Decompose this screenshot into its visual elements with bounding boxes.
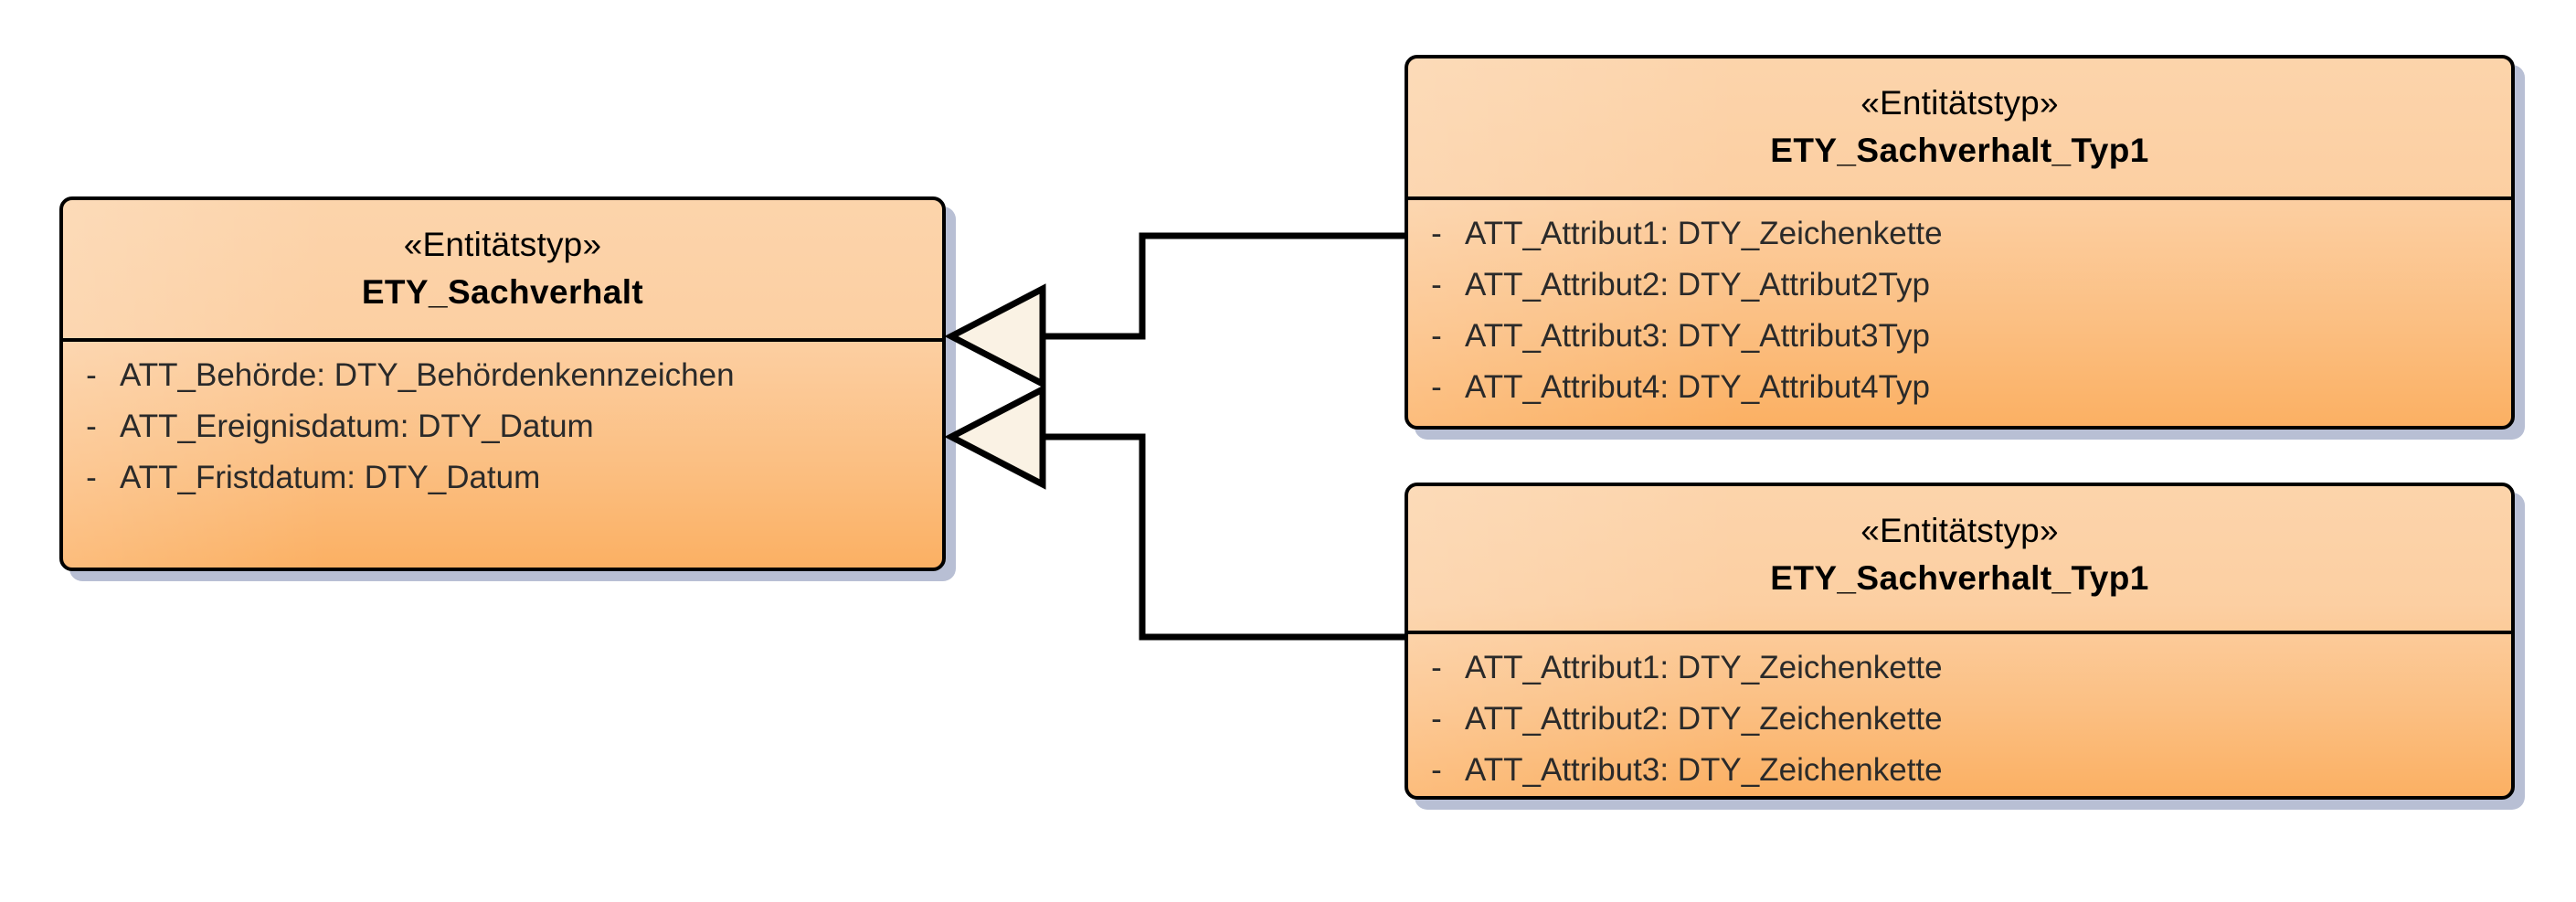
visibility-marker: -: [1431, 216, 1442, 251]
attribute-row[interactable]: - ATT_Attribut1: DTY_Zeichenkette: [1408, 218, 2511, 269]
hollow-triangle-arrowhead-icon: [944, 384, 1046, 490]
attribute-row[interactable]: - ATT_Attribut4: DTY_Attribut4Typ: [1408, 371, 2511, 422]
visibility-marker: -: [1431, 752, 1442, 788]
attribute-label: ATT_Ereignisdatum: DTY_Datum: [120, 409, 594, 444]
attribute-row[interactable]: - ATT_Attribut2: DTY_Zeichenkette: [1408, 703, 2511, 754]
class-stereotype: «Entitätstyp»: [403, 226, 602, 263]
class-attributes-ety-sachverhalt-typ1-bottom: - ATT_Attribut1: DTY_Zeichenkette - ATT_…: [1408, 634, 2511, 796]
attribute-row[interactable]: - ATT_Attribut2: DTY_Attribut2Typ: [1408, 269, 2511, 320]
class-name: ETY_Sachverhalt: [361, 273, 644, 312]
attribute-row[interactable]: - ATT_Behörde: DTY_Behördenkennzeichen: [63, 359, 942, 410]
attribute-label: ATT_Attribut1: DTY_Zeichenkette: [1465, 650, 1943, 685]
attribute-label: ATT_Behörde: DTY_Behördenkennzeichen: [120, 357, 735, 393]
uml-class-ety-sachverhalt-typ1-top[interactable]: «Entitätstyp» ETY_Sachverhalt_Typ1 - ATT…: [1405, 55, 2515, 430]
generalization-top[interactable]: [944, 232, 1405, 389]
class-name: ETY_Sachverhalt_Typ1: [1770, 132, 2149, 170]
attribute-label: ATT_Attribut3: DTY_Attribut3Typ: [1465, 318, 1930, 354]
visibility-marker: -: [1431, 369, 1442, 405]
hollow-triangle-arrowhead-icon: [944, 283, 1046, 389]
attribute-row[interactable]: - ATT_Attribut3: DTY_Attribut3Typ: [1408, 320, 2511, 371]
attribute-label: ATT_Attribut1: DTY_Zeichenkette: [1465, 216, 1943, 251]
visibility-marker: -: [1431, 318, 1442, 354]
attribute-label: ATT_Attribut3: DTY_Zeichenkette: [1465, 752, 1943, 788]
class-header-ety-sachverhalt-typ1-top: «Entitätstyp» ETY_Sachverhalt_Typ1: [1408, 58, 2511, 200]
visibility-marker: -: [1431, 267, 1442, 302]
class-attributes-ety-sachverhalt: - ATT_Behörde: DTY_Behördenkennzeichen -…: [63, 342, 942, 568]
visibility-marker: -: [1431, 701, 1442, 737]
visibility-marker: -: [86, 409, 97, 444]
attribute-label: ATT_Attribut2: DTY_Attribut2Typ: [1465, 267, 1930, 302]
uml-class-ety-sachverhalt-typ1-bottom[interactable]: «Entitätstyp» ETY_Sachverhalt_Typ1 - ATT…: [1405, 483, 2515, 800]
attribute-row[interactable]: - ATT_Attribut3: DTY_Zeichenkette: [1408, 752, 2511, 796]
attribute-row[interactable]: - ATT_Fristdatum: DTY_Datum: [63, 462, 942, 513]
generalization-line-bottom[interactable]: [1039, 433, 1405, 641]
generalization-line-top[interactable]: [1039, 232, 1405, 340]
attribute-label: ATT_Attribut2: DTY_Zeichenkette: [1465, 701, 1943, 737]
visibility-marker: -: [1431, 650, 1442, 685]
generalization-bottom[interactable]: [944, 384, 1405, 641]
attribute-label: ATT_Fristdatum: DTY_Datum: [120, 460, 541, 495]
class-stereotype: «Entitätstyp»: [1860, 512, 2059, 549]
attribute-row[interactable]: - ATT_Attribut1: DTY_Zeichenkette: [1408, 652, 2511, 703]
visibility-marker: -: [86, 460, 97, 495]
attribute-row[interactable]: - ATT_Ereignisdatum: DTY_Datum: [63, 410, 942, 462]
class-header-ety-sachverhalt: «Entitätstyp» ETY_Sachverhalt: [63, 200, 942, 342]
class-header-ety-sachverhalt-typ1-bottom: «Entitätstyp» ETY_Sachverhalt_Typ1: [1408, 486, 2511, 634]
class-name: ETY_Sachverhalt_Typ1: [1770, 559, 2149, 598]
uml-class-ety-sachverhalt[interactable]: «Entitätstyp» ETY_Sachverhalt - ATT_Behö…: [59, 196, 946, 571]
class-stereotype: «Entitätstyp»: [1860, 84, 2059, 122]
attribute-label: ATT_Attribut4: DTY_Attribut4Typ: [1465, 369, 1930, 405]
visibility-marker: -: [86, 357, 97, 393]
class-attributes-ety-sachverhalt-typ1-top: - ATT_Attribut1: DTY_Zeichenkette - ATT_…: [1408, 200, 2511, 426]
